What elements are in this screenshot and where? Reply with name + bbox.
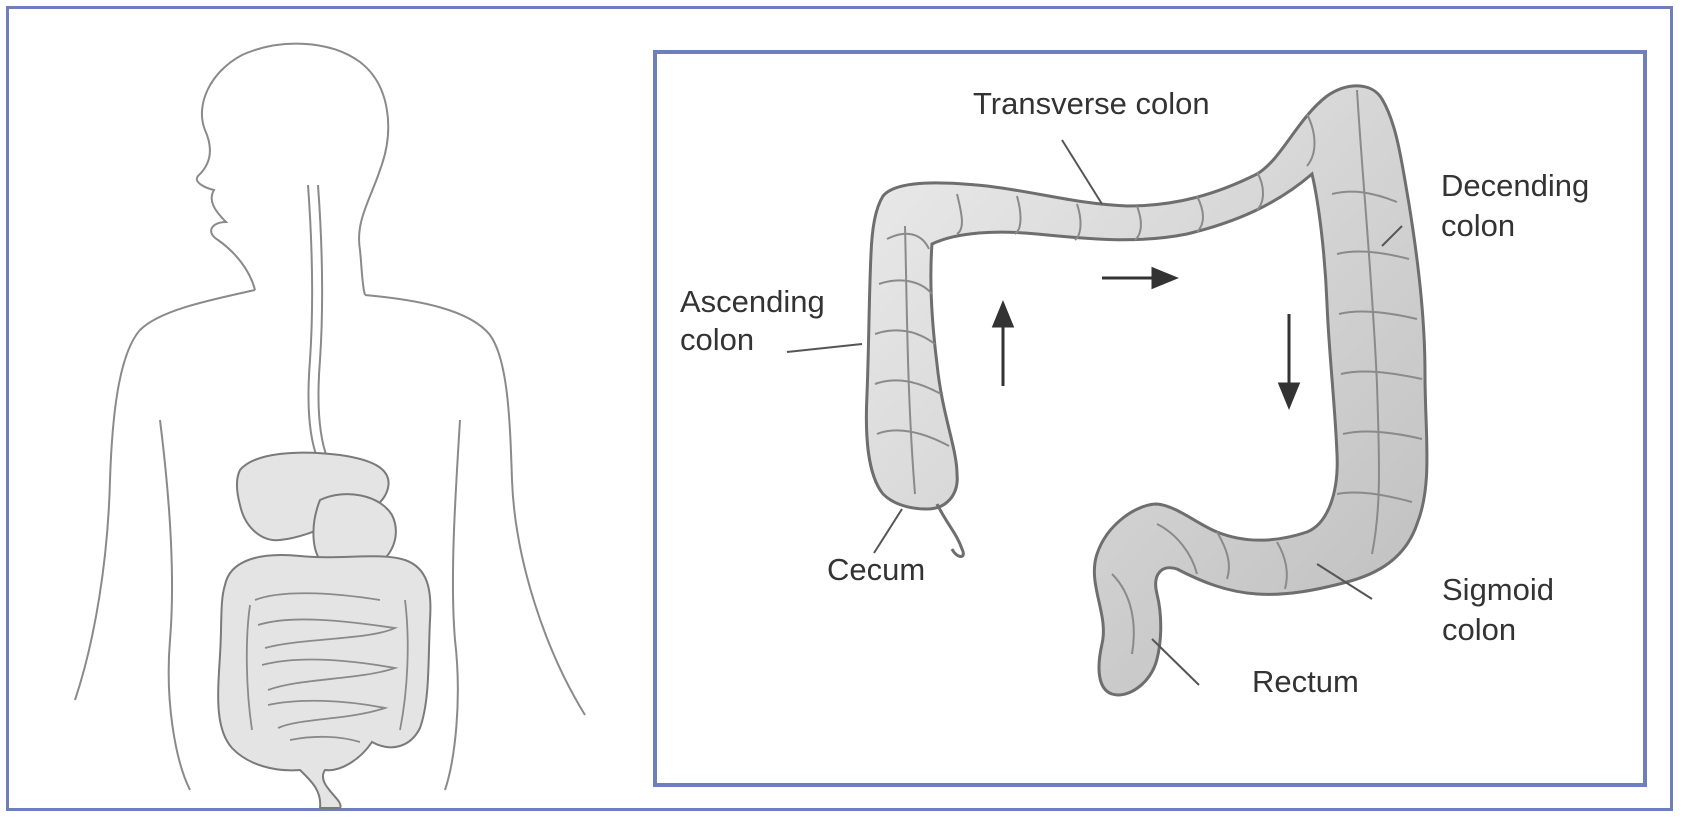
label-ascending-colon-line1: Ascending [680, 282, 825, 322]
leader-ascending [787, 344, 862, 352]
right-torso [445, 420, 460, 790]
arrow-down-head [1280, 384, 1298, 406]
label-rectum: Rectum [1252, 662, 1359, 702]
colon-inset-panel: Transverse colon Decending colon Ascendi… [653, 50, 1647, 787]
label-transverse-colon: Transverse colon [973, 84, 1210, 124]
label-cecum: Cecum [827, 550, 925, 590]
label-ascending-colon-line2: colon [680, 320, 754, 360]
label-sigmoid-colon-line2: colon [1442, 610, 1516, 650]
label-descending-colon-line1: Decending [1441, 166, 1589, 206]
label-descending-colon-line2: colon [1441, 206, 1515, 246]
colon-shape [866, 86, 1427, 695]
body-outline-illustration [0, 0, 640, 821]
head-outline [197, 44, 388, 295]
leader-cecum [874, 509, 902, 553]
esophagus [308, 185, 318, 460]
leader-rectum [1152, 639, 1199, 685]
appendix [937, 504, 963, 557]
colon-illustration [657, 54, 1643, 783]
left-torso [160, 420, 190, 790]
arrow-right-head [1153, 269, 1175, 287]
leader-transverse [1062, 140, 1102, 204]
label-sigmoid-colon-line1: Sigmoid [1442, 570, 1554, 610]
arrow-up-head [994, 304, 1012, 326]
